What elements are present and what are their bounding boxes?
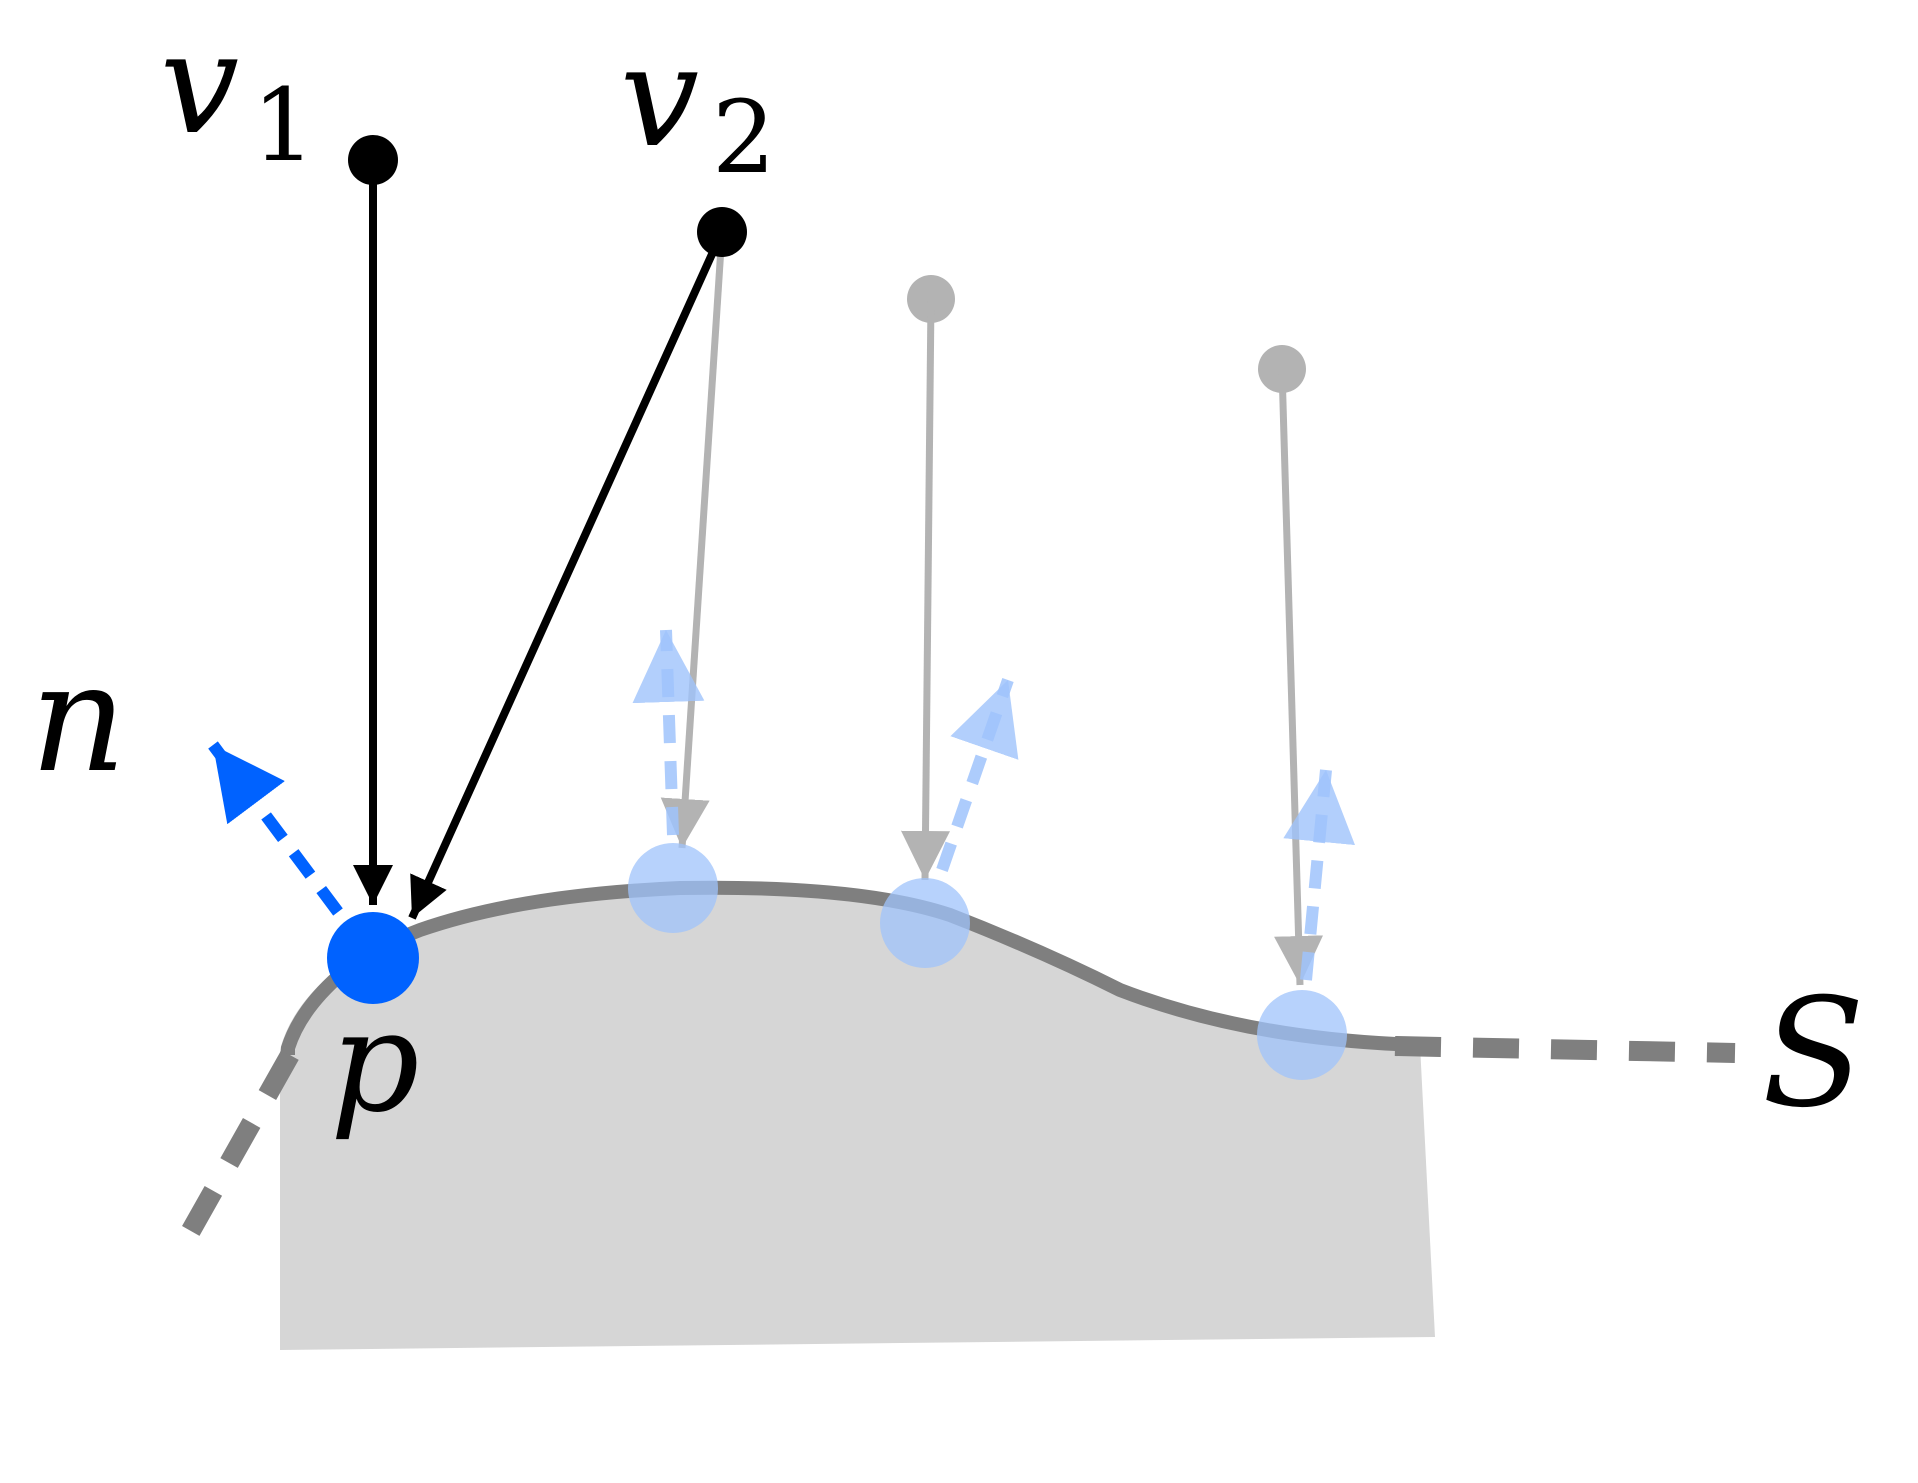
faded-surface-point — [1257, 990, 1347, 1080]
surface-continuation-left — [171, 1050, 299, 1255]
faded-normal-arrow — [632, 629, 705, 836]
label-v2: v — [620, 16, 699, 179]
faded-normal-arrow — [1283, 769, 1356, 981]
point-p — [327, 912, 419, 1004]
projection-arrow-v2 — [408, 230, 726, 920]
label-v1: v — [160, 3, 239, 166]
surface-continuation-right — [1394, 1036, 1736, 1063]
normal-arrow-n — [208, 741, 343, 916]
label-surface-s: S — [1762, 967, 1865, 1141]
faded-projection-line — [1274, 368, 1324, 986]
label-p: p — [330, 981, 420, 1144]
surface-region — [280, 887, 1435, 1350]
faded-projection-line — [901, 298, 951, 881]
faded-surface-point — [628, 843, 718, 933]
faded-normal-arrow — [936, 678, 1019, 872]
label-v2-subscript: 2 — [712, 79, 776, 196]
faded-surface-point — [880, 878, 970, 968]
label-n: n — [30, 632, 127, 806]
faded-projection-line — [660, 231, 726, 849]
label-v1-subscript: 1 — [252, 67, 316, 184]
